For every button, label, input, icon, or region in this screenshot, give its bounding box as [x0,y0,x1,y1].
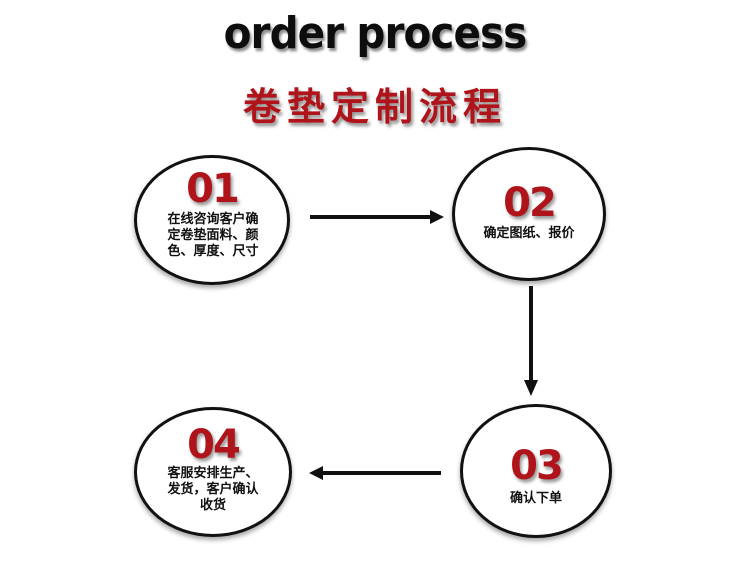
arrow-left [309,466,441,480]
step-02-text: 确定图纸、报价 [483,226,575,241]
step-03-number: 03 [510,443,564,489]
step-03-text: 确认下单 [509,491,562,506]
arrow-down [524,286,538,396]
step-04-number: 04 [187,422,241,468]
step-04-circle: 04 客服安排生产、发货，客户确认收货 [134,407,292,537]
step-02-circle: 02 确定图纸、报价 [452,147,606,281]
step-04-text: 客服安排生产、发货，客户确认收货 [167,466,259,513]
step-02-number: 02 [503,180,557,226]
step-01-circle: 01 在线咨询客户确定卷垫面料、颜色、厚度、尺寸 [134,155,290,285]
title-english: order process [223,8,528,59]
step-01-number: 01 [186,166,240,212]
arrow-right [310,210,444,224]
step-01-text: 在线咨询客户确定卷垫面料、颜色、厚度、尺寸 [167,212,259,259]
title-chinese: 卷垫定制流程 [242,85,507,129]
step-03-circle: 03 确认下单 [460,404,612,538]
